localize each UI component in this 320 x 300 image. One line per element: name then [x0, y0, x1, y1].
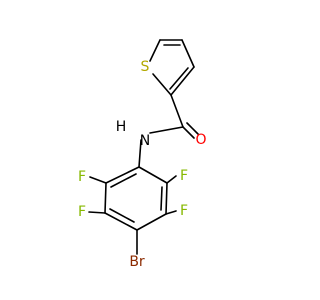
bond-b6-b1: [138, 166, 168, 184]
bond-b4-b5: [136, 213, 167, 231]
bond-c2-carbonyl: [170, 94, 184, 128]
bond-carbonyl-nitrogen: [149, 126, 184, 134]
bond-nitrogen-aryl: [138, 139, 142, 168]
oxygen-atom-label: O: [195, 132, 206, 148]
benzene-ring: [104, 166, 168, 231]
bond-b5-b6-inner: [160, 186, 163, 211]
bond-b1-b2: [105, 166, 140, 184]
bond-c3-c2-inner: [169, 67, 189, 90]
fluorine-atom-label-4: F: [180, 203, 188, 219]
fluorine-atom-label-1: F: [78, 169, 86, 185]
substituent-bonds: [88, 175, 177, 255]
sulfur-atom-label: S: [141, 59, 150, 75]
bond-b2-b3: [104, 182, 107, 214]
bond-b3-b4: [104, 212, 138, 231]
nitrogen-atom-label: N: [140, 133, 150, 149]
bond-carbonyl-oxygen: [182, 126, 195, 139]
fluorine-atom-label-2: F: [78, 204, 86, 220]
bond-b6-f4: [166, 175, 177, 184]
bromine-atom-label: Br: [129, 254, 145, 270]
bond-b2-f1: [89, 176, 107, 184]
bond-b3-b4-inner: [109, 208, 135, 223]
hydrogen-atom-label: H: [116, 119, 127, 135]
bond-c4-c3: [181, 39, 195, 68]
bond-b1-b2-inner: [110, 173, 137, 188]
fluorine-atom-label-3: F: [180, 168, 188, 184]
bond-c3-c2: [170, 66, 195, 96]
amide-group: [138, 94, 199, 168]
bond-s-c1: [152, 73, 172, 96]
bond-b3-f2: [88, 211, 106, 214]
thiophene-ring: [149, 39, 195, 96]
bond-carbonyl-oxygen-2: [186, 122, 199, 135]
bond-s-c5: [149, 39, 161, 62]
bond-b5-b6: [165, 182, 168, 215]
molecule-structure: S O N H F F F F Br: [78, 39, 207, 270]
bond-b5-f3: [165, 210, 177, 215]
